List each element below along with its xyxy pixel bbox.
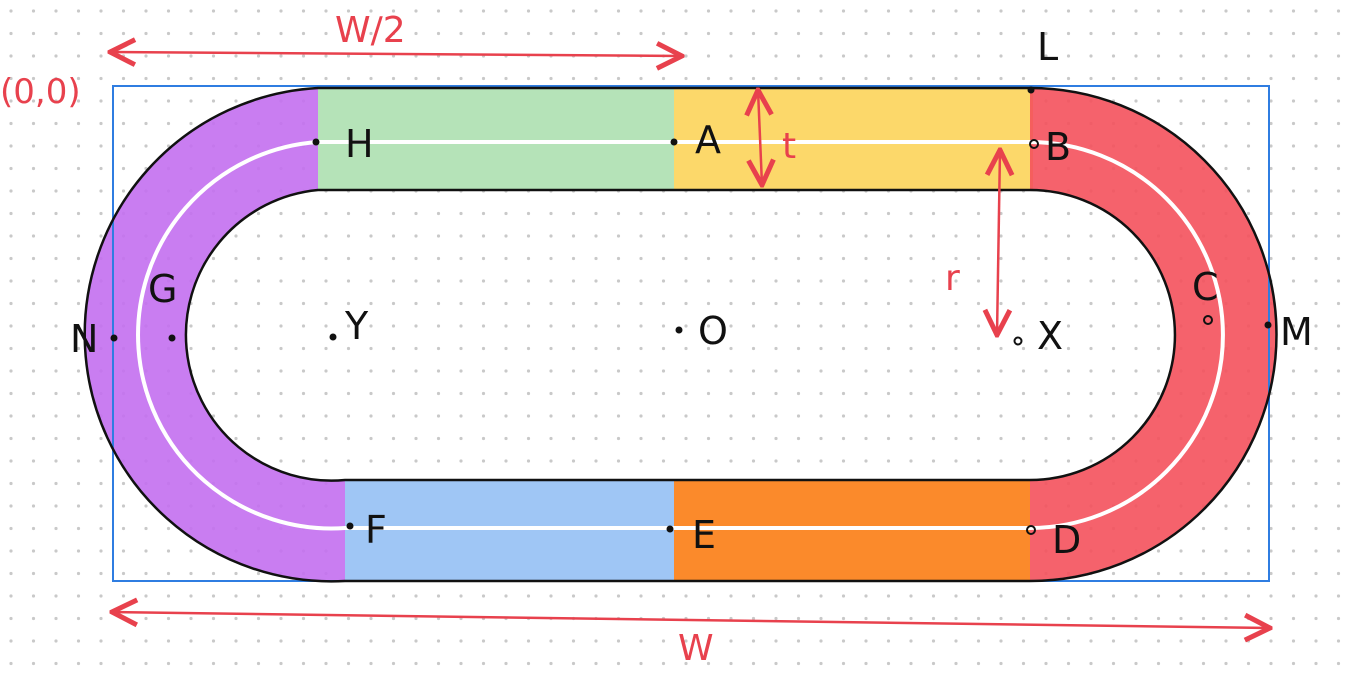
point-F-marker (346, 522, 354, 530)
point-B-marker (1029, 139, 1039, 149)
half-width-arrow (110, 52, 682, 56)
points (110, 86, 1272, 535)
point-M-marker (1264, 321, 1272, 329)
point-N-marker (110, 334, 118, 342)
point-B-label: B (1045, 125, 1071, 169)
point-E-marker (666, 525, 674, 533)
point-L-label: L (1037, 25, 1058, 69)
point-G-marker (168, 334, 176, 342)
segment-A-B (674, 87, 1033, 190)
radius-arrow (997, 150, 1000, 335)
segment-arc-B-D (1030, 88, 1276, 580)
point-N-label: N (70, 317, 98, 361)
point-D-marker (1026, 525, 1036, 535)
point-X-label: X (1037, 314, 1063, 358)
segment-E-F (345, 480, 674, 581)
segment-D-E (674, 480, 1030, 581)
point-O-marker (675, 326, 683, 334)
width-arrow (112, 612, 1270, 628)
radius-label: r (945, 258, 960, 299)
track-inner-outline (184, 188, 1177, 482)
point-labels: H A B L C M D E F G N O X Y (70, 25, 1313, 562)
thickness-arrow (758, 90, 762, 185)
point-C-label: C (1192, 265, 1219, 309)
point-G-label: G (148, 267, 177, 311)
point-E-label: E (692, 513, 716, 557)
track-centerline (136, 140, 1225, 531)
track-outer-outline (83, 86, 1278, 583)
point-C-marker (1203, 315, 1213, 325)
point-M-label: M (1280, 310, 1313, 354)
thickness-label: t (782, 126, 796, 167)
point-X-marker (1013, 336, 1023, 346)
point-H-label: H (345, 122, 374, 166)
point-L-marker (1027, 86, 1035, 94)
point-Y-label: Y (344, 304, 369, 348)
half-width-label: W/2 (335, 10, 406, 51)
point-D-label: D (1052, 518, 1081, 562)
segment-arc-F-H (84, 88, 346, 582)
point-H-marker (312, 138, 320, 146)
point-O-label: O (698, 309, 728, 353)
point-A-label: A (695, 118, 721, 162)
point-A-marker (670, 138, 678, 146)
point-F-label: F (365, 508, 387, 552)
origin-label: (0,0) (0, 72, 81, 112)
track-segments (84, 87, 1276, 582)
width-label: W (678, 628, 714, 669)
point-Y-marker (329, 333, 337, 341)
segment-H-A (318, 87, 674, 190)
